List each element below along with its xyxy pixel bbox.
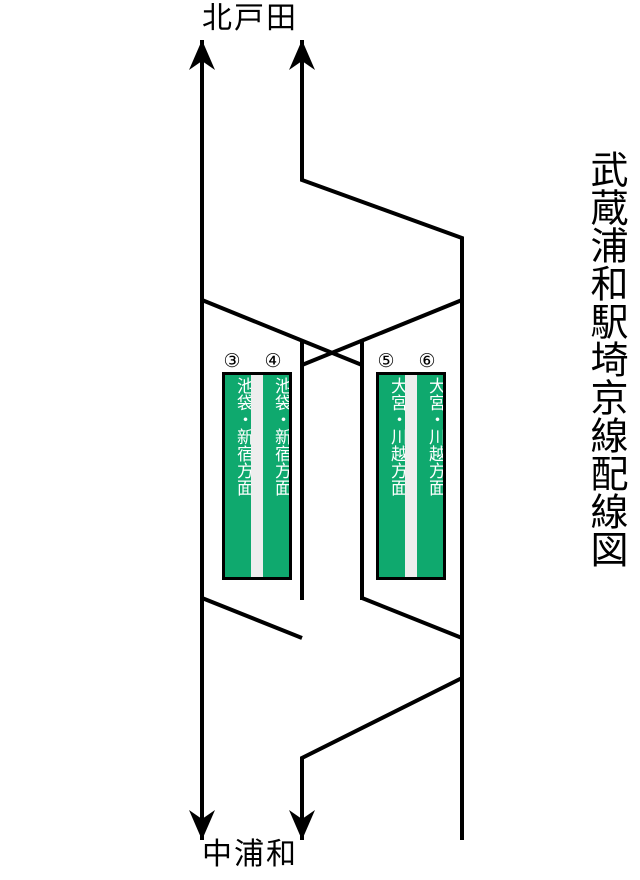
arrow-down-right bbox=[289, 784, 315, 840]
platform-direction-bar-ikebukuro-shinjuku-1: 池袋・新宿方面 bbox=[225, 375, 251, 577]
arrow-up-left bbox=[189, 40, 215, 96]
platform-direction-bar-omiya-kawagoe-1: 大宮・川越方面 bbox=[379, 375, 405, 577]
arrow-down-left bbox=[189, 784, 215, 840]
platform-direction-bar-omiya-kawagoe-2: 大宮・川越方面 bbox=[417, 375, 443, 577]
platform-number-1: ③ bbox=[223, 350, 241, 372]
arrow-down-left-head bbox=[189, 810, 215, 840]
track-crossover-upper-west bbox=[201, 298, 363, 367]
track-crossover-lower-west bbox=[201, 596, 303, 640]
arrow-up-right-head bbox=[289, 40, 315, 70]
platform-block-ikebukuro-shinjuku: 池袋・新宿方面池袋・新宿方面 bbox=[222, 372, 292, 580]
terminus-label-bottom: 中浦和 bbox=[202, 837, 298, 872]
arrow-up-right bbox=[289, 40, 315, 96]
platform-island-omiya-kawagoe: 大宮・川越方面大宮・川越方面 bbox=[379, 375, 443, 577]
track-main-east-upper bbox=[300, 58, 464, 840]
diagram-title: 武蔵浦和駅埼京線配線図 bbox=[584, 150, 628, 568]
terminus-label-top: 北戸田 bbox=[202, 1, 298, 36]
track-paths-group bbox=[200, 58, 464, 840]
platform-island-ikebukuro-shinjuku: 池袋・新宿方面池袋・新宿方面 bbox=[225, 375, 289, 577]
arrow-down-right-head bbox=[289, 810, 315, 840]
platform-direction-bar-ikebukuro-shinjuku-2: 池袋・新宿方面 bbox=[263, 375, 289, 577]
arrow-group bbox=[189, 40, 315, 840]
platform-number-2: ④ bbox=[264, 350, 282, 372]
track-crossover-upper-east bbox=[301, 298, 463, 367]
platform-number-3: ⑤ bbox=[377, 350, 395, 372]
platform-block-omiya-kawagoe: 大宮・川越方面大宮・川越方面 bbox=[376, 372, 446, 580]
track-crossover-lower-east bbox=[361, 596, 463, 640]
platform-number-4: ⑥ bbox=[418, 350, 436, 372]
track-main-east-lower bbox=[300, 676, 463, 840]
arrow-up-left-head bbox=[189, 40, 215, 70]
